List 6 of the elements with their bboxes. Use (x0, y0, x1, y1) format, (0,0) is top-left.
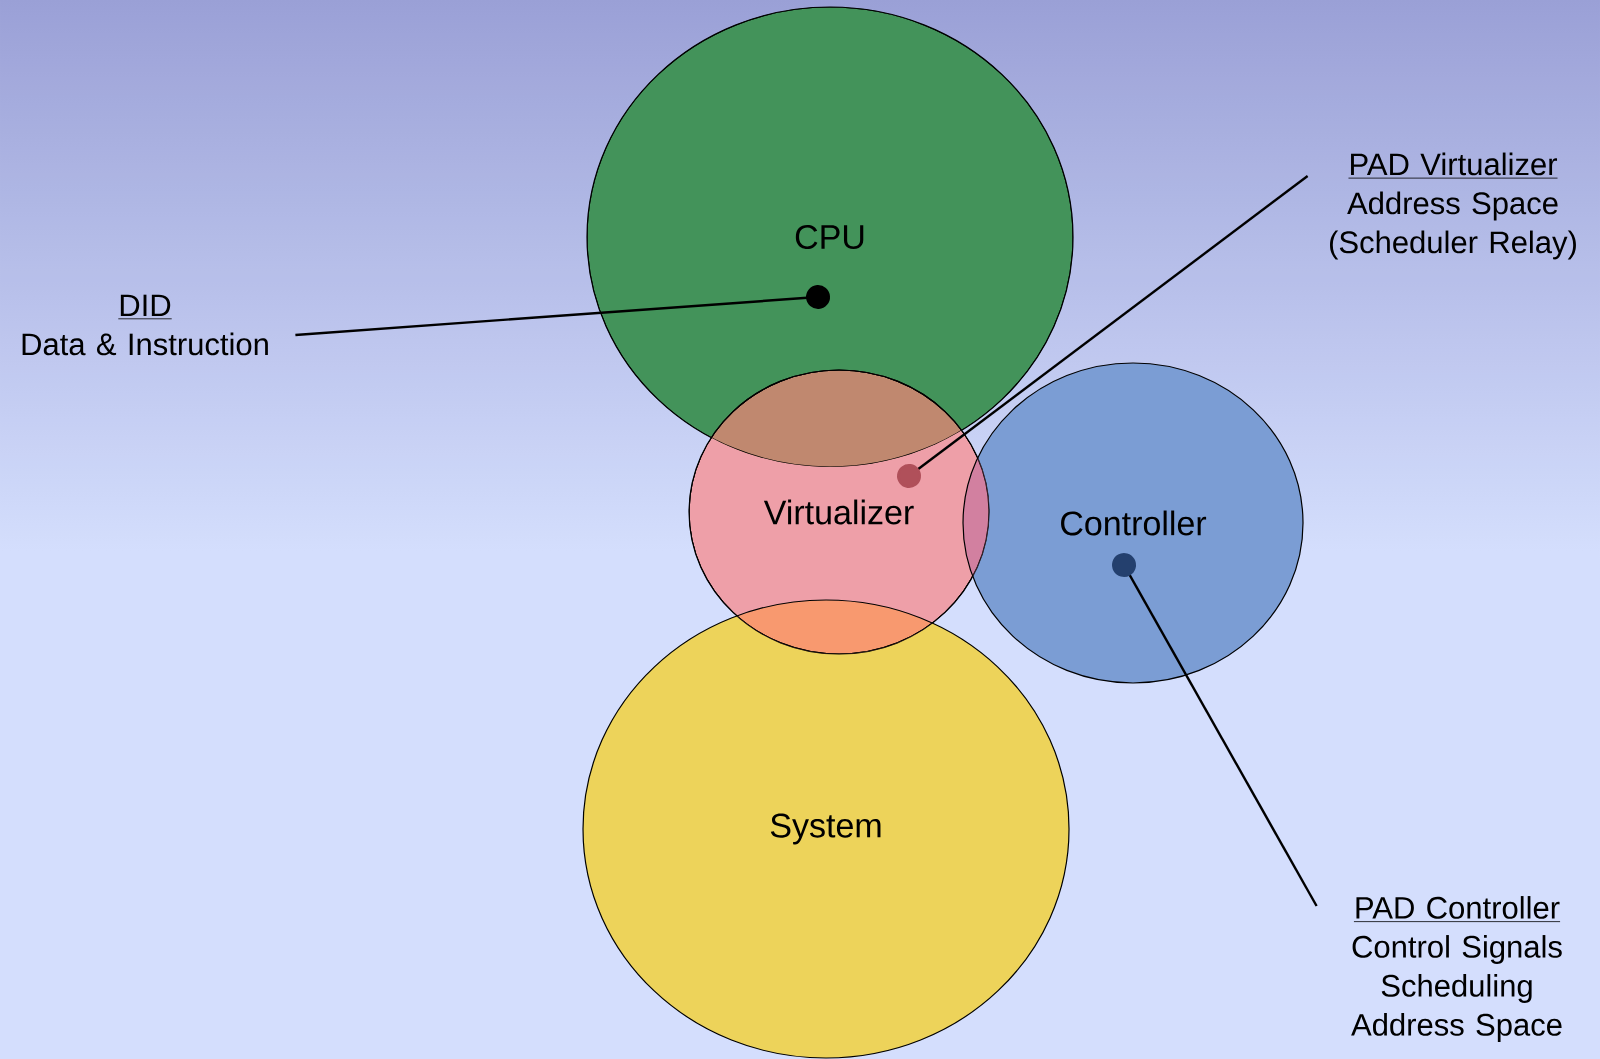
leader-line (1112, 553, 1318, 907)
callout-text: PAD Controller Control Signals Scheduling Address Space (1351, 896, 1562, 1042)
callout-text: DID Data & Instruction (22, 294, 268, 356)
leader-line (295, 285, 830, 337)
callout-text: PAD Virtualizer Address Space (Scheduler Relay) (1330, 152, 1576, 260)
leader-line (897, 175, 1309, 488)
